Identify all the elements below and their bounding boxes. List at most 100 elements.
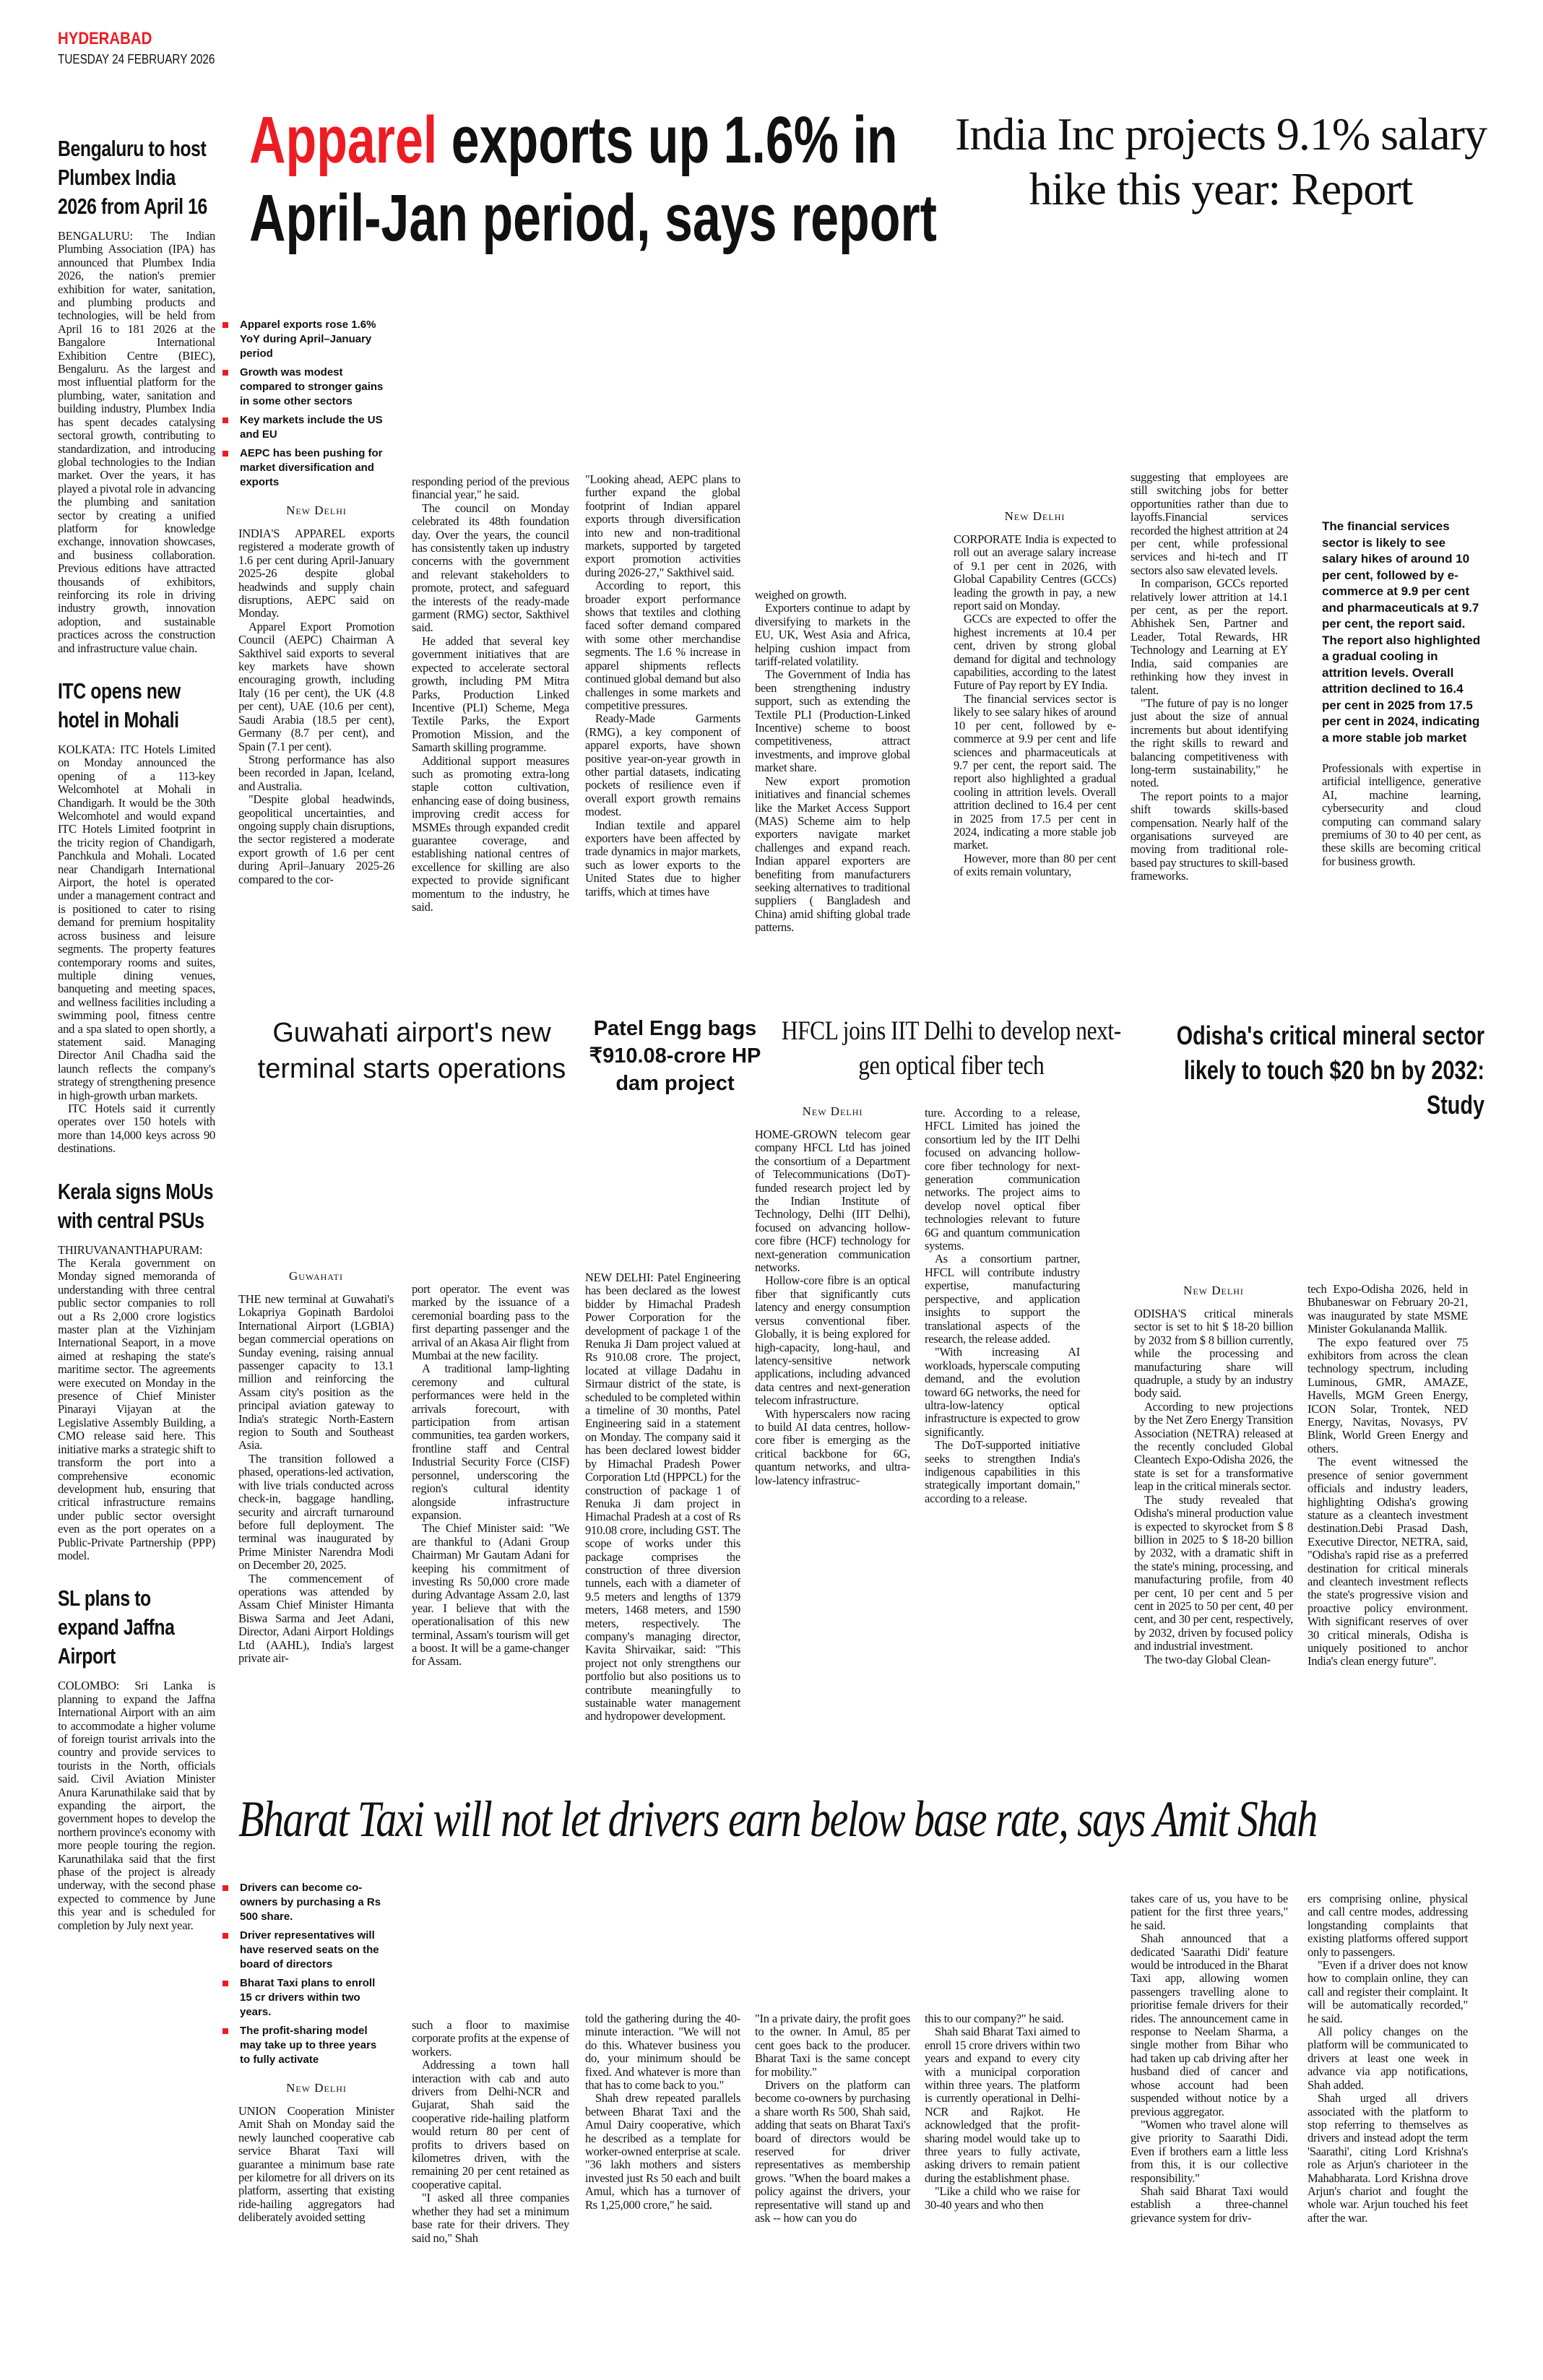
headline-apparel[interactable]: Apparel exports up 1.6% in April-Jan per…: [249, 101, 941, 257]
paragraph: responding period of the previous financ…: [412, 475, 569, 502]
edition-date: TUESDAY 24 FEBRUARY 2026: [58, 52, 215, 66]
paragraph: Indian textile and apparel exporters hav…: [585, 818, 740, 899]
key-point-item: AEPC has been pushing for market diversi…: [221, 446, 387, 490]
article-apparel-col4: weighed on growth.Exporters continue to …: [755, 588, 910, 935]
headline-salary[interactable]: India Inc projects 9.1% salary hike this…: [955, 108, 1487, 215]
article-taxi-col1: UNION Cooperation Minister Amit Shah on …: [238, 2104, 394, 2225]
article-taxi-col3: told the gathering during the 40-minute …: [585, 2012, 740, 2212]
paragraph: UNION Cooperation Minister Amit Shah on …: [238, 2104, 394, 2225]
headline-itc[interactable]: ITC opens new hotel in Mohali: [58, 678, 181, 732]
dateline-odisha: New Delhi: [1183, 1284, 1244, 1297]
paragraph: Hollow-core fibre is an optical fiber th…: [755, 1273, 910, 1408]
paragraph: The transition followed a phased, operat…: [238, 1451, 394, 1572]
paragraph: According to report, this broader export…: [585, 579, 740, 712]
key-point-item: Apparel exports rose 1.6% YoY during Apr…: [221, 318, 387, 361]
dateline-guwahati: Guwahati: [289, 1269, 343, 1283]
headline-bengaluru[interactable]: Bengaluru to host Plumbex India 2026 fro…: [58, 136, 207, 219]
paragraph: COLOMBO: Sri Lanka is planning to expand…: [58, 1679, 215, 1932]
paragraph: tech Expo-Odisha 2026, held in Bhubanesw…: [1308, 1282, 1468, 1336]
masthead: HYDERABAD TUESDAY 24 FEBRUARY 2026: [58, 29, 243, 67]
article-srilanka-body: COLOMBO: Sri Lanka is planning to expand…: [58, 1679, 215, 1932]
article-kerala-body: THIRUVANANTHAPURAM: The Kerala governmen…: [58, 1242, 215, 1563]
paragraph: "Women who travel alone will give priori…: [1131, 2117, 1288, 2185]
article-itc-body: KOLKATA: ITC Hotels Limited on Monday an…: [58, 743, 215, 1156]
article-taxi-col7: ers comprising online, physical and call…: [1308, 1892, 1468, 2225]
paragraph: THE new terminal at Guwahati's Lokapriya…: [238, 1292, 394, 1453]
paragraph: "Despite global headwinds, geopolitical …: [238, 792, 394, 886]
article-taxi-col2: such a floor to maximise corporate profi…: [412, 2018, 569, 2245]
dateline-apparel: New Delhi: [286, 503, 347, 517]
salary-right-column: The financial services sector is likely …: [1322, 519, 1481, 868]
hfcl-lead-column: New Delhi HOME-GROWN telecom gear compan…: [755, 1104, 910, 1487]
guwahati-lead-column: Guwahati THE new terminal at Guwahati's …: [238, 1268, 394, 1665]
key-point-item: Growth was modest compared to stronger g…: [221, 365, 387, 409]
article-taxi-col5: this to our company?" he said.Shah said …: [925, 2012, 1080, 2212]
key-point-item: The profit-sharing model may take up to …: [221, 2024, 387, 2067]
article-apparel-col2: responding period of the previous financ…: [412, 475, 569, 914]
paragraph: "Looking ahead, AEPC plans to further ex…: [585, 472, 740, 579]
paragraph: weighed on growth.: [755, 588, 847, 602]
paragraph: All policy changes on the platform will …: [1308, 2025, 1468, 2092]
paragraph: The Government of India has been strengt…: [755, 667, 910, 775]
paragraph: THIRUVANANTHAPURAM: The Kerala governmen…: [58, 1242, 215, 1562]
headline-apparel-rest: exports up 1.6% in April-Jan period, say…: [249, 103, 937, 255]
article-salary-col3: Professionals with expertise in artifici…: [1322, 761, 1481, 868]
paragraph: ODISHA'S critical minerals sector is set…: [1134, 1307, 1293, 1401]
article-apparel-col1: INDIA'S APPAREL exports registered a mod…: [238, 527, 394, 886]
paragraph: "In a private dairy, the profit goes to …: [755, 2012, 910, 2079]
paragraph: Shah said Bharat Taxi would establish a …: [1131, 2184, 1288, 2225]
salary-lead-column: New Delhi CORPORATE India is expected to…: [954, 509, 1116, 879]
article-odisha-col1: ODISHA'S critical minerals sector is set…: [1134, 1307, 1293, 1666]
paragraph: The two-day Global Clean-: [1144, 1652, 1271, 1666]
salary-highlight-box: The financial services sector is likely …: [1322, 519, 1481, 745]
paragraph: The financial services sector is likely …: [954, 691, 1116, 852]
paragraph: BENGALURU: The Indian Plumbing Associati…: [58, 229, 215, 655]
headline-patel[interactable]: Patel Engg bags ₹910.08-crore HP dam pro…: [589, 1017, 761, 1095]
paragraph: Strong performance has also been recorde…: [238, 752, 394, 793]
paragraph: Shah said Bharat Taxi aimed to enroll 15…: [925, 2025, 1080, 2185]
headline-guwahati[interactable]: Guwahati airport's new terminal starts o…: [257, 1018, 566, 1084]
article-guwahati-col2: port operator. The event was marked by t…: [412, 1282, 569, 1669]
paragraph: "Like a child who we raise for 30-40 yea…: [925, 2184, 1080, 2212]
paragraph: this to our company?" he said.: [925, 2012, 1064, 2025]
paragraph: NEW DELHI: Patel Engineering has been de…: [585, 1271, 740, 1723]
paragraph: As a consortium partner, HFCL will contr…: [925, 1252, 1080, 1346]
paragraph: INDIA'S APPAREL exports registered a mod…: [238, 527, 394, 620]
taxi-lead-column: Drivers can become co-owners by purchasi…: [221, 1881, 394, 2225]
paragraph: Additional support measures such as prom…: [412, 753, 569, 914]
article-taxi-col6: takes care of us, you have to be patient…: [1131, 1892, 1288, 2225]
apparel-lead-column: Apparel exports rose 1.6% YoY during Apr…: [221, 318, 394, 886]
dateline-salary: New Delhi: [1004, 509, 1066, 523]
paragraph: The study revealed that Odisha's mineral…: [1134, 1492, 1293, 1653]
paragraph: The DoT-supported initiative seeks to st…: [925, 1438, 1080, 1505]
paragraph: In comparison, GCCs reported relatively …: [1131, 576, 1288, 697]
headline-taxi[interactable]: Bharat Taxi will not let drivers earn be…: [238, 1791, 1318, 1848]
paragraph: The expo featured over 75 exhibitors fro…: [1308, 1335, 1468, 1455]
odisha-lead-column: New Delhi ODISHA'S critical minerals sec…: [1134, 1283, 1293, 1666]
paragraph: Professionals with expertise in artifici…: [1322, 761, 1481, 868]
paragraph: New export promotion initiatives and fin…: [755, 774, 910, 935]
paragraph: HOME-GROWN telecom gear company HFCL Ltd…: [755, 1128, 910, 1275]
left-rail: Bengaluru to host Plumbex India 2026 fro…: [58, 134, 215, 1932]
paragraph: Drivers on the platform can become co-ow…: [755, 2078, 910, 2225]
article-apparel-col3: "Looking ahead, AEPC plans to further ex…: [585, 472, 740, 899]
paragraph: The commencement of operations was atten…: [238, 1571, 394, 1665]
paragraph: The council on Monday celebrated its 48t…: [412, 501, 569, 635]
key-point-item: Drivers can become co-owners by purchasi…: [221, 1881, 387, 1924]
paragraph: "With increasing AI workloads, hyperscal…: [925, 1345, 1080, 1439]
headline-hfcl[interactable]: HFCL joins IIT Delhi to develop next-gen…: [781, 1016, 1121, 1081]
headline-apparel-accent: Apparel: [249, 103, 438, 177]
headline-kerala[interactable]: Kerala signs MoUs with central PSUs: [58, 1178, 214, 1233]
article-patel-body: NEW DELHI: Patel Engineering has been de…: [585, 1271, 740, 1723]
paragraph: CORPORATE India is expected to roll out …: [954, 532, 1116, 613]
paragraph: takes care of us, you have to be patient…: [1131, 1892, 1288, 1932]
paragraph: Shah urged all drivers associated with t…: [1308, 2091, 1468, 2225]
paragraph: ture. According to a release, HFCL Limit…: [925, 1106, 1080, 1253]
paragraph: However, more than 80 per cent of exits …: [954, 851, 1116, 879]
paragraph: ITC Hotels said it currently operates ov…: [58, 1101, 215, 1156]
headline-odisha[interactable]: Odisha's critical mineral sector likely …: [1176, 1021, 1484, 1120]
article-odisha-col2: tech Expo-Odisha 2026, held in Bhubanesw…: [1308, 1282, 1468, 1669]
headline-srilanka[interactable]: SL plans to expand Jaffna Airport: [58, 1585, 175, 1669]
paragraph: Apparel Export Promotion Council (AEPC) …: [238, 619, 394, 753]
paragraph: The Chief Minister said: "We are thankfu…: [412, 1521, 569, 1669]
